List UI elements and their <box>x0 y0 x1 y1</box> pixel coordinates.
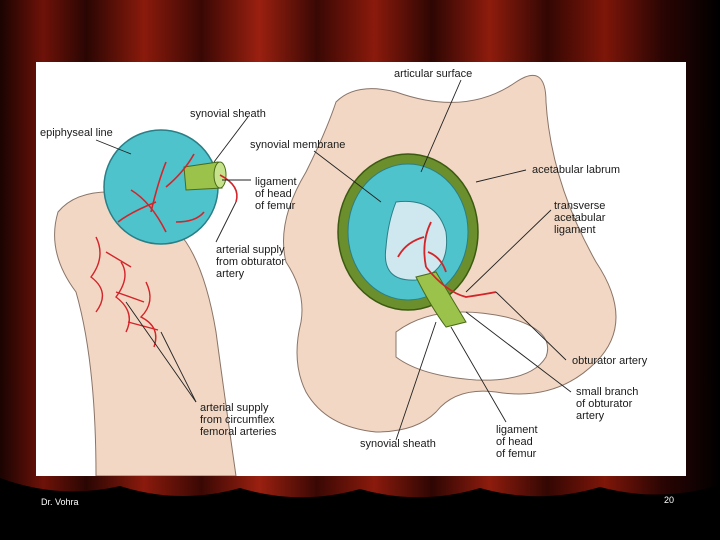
label-transverse-acetabular-ligament: transverse acetabular ligament <box>554 200 606 236</box>
label-acetabular-labrum: acetabular labrum <box>532 164 621 176</box>
leader-lines <box>95 79 572 441</box>
label-epiphyseal-line: epiphyseal line <box>40 127 113 139</box>
label-synovial-sheath-top: synovial sheath <box>190 108 266 120</box>
label-synovial-sheath-bottom: synovial sheath <box>360 438 436 450</box>
label-arterial-supply-circumflex: arterial supply from circumflex femoral … <box>200 402 277 438</box>
head-arteries <box>117 153 238 233</box>
ligament-of-head <box>415 271 467 328</box>
label-arterial-supply-obturator: arterial supply from obturator artery <box>216 244 286 280</box>
page-number: 20 <box>664 495 675 505</box>
label-ligament-head-femur-left: ligament of head of femur <box>255 176 297 212</box>
label-synovial-membrane: synovial membrane <box>250 139 346 151</box>
hip-joint-illustration <box>36 62 686 476</box>
ligament-stump <box>183 161 223 191</box>
circumflex-arteries <box>90 236 159 348</box>
label-articular-surface: articular surface <box>394 68 473 80</box>
label-small-branch-obturator: small branch of obturator artery <box>576 386 639 422</box>
label-obturator-artery: obturator artery <box>572 355 648 367</box>
label-ligament-head-femur-bottom: ligament of head of femur <box>496 424 538 460</box>
acetabular-arteries <box>397 221 497 298</box>
diagram-panel: articular surface synovial sheath epiphy… <box>36 62 686 476</box>
author-footer: Dr. Vohra <box>41 497 79 507</box>
